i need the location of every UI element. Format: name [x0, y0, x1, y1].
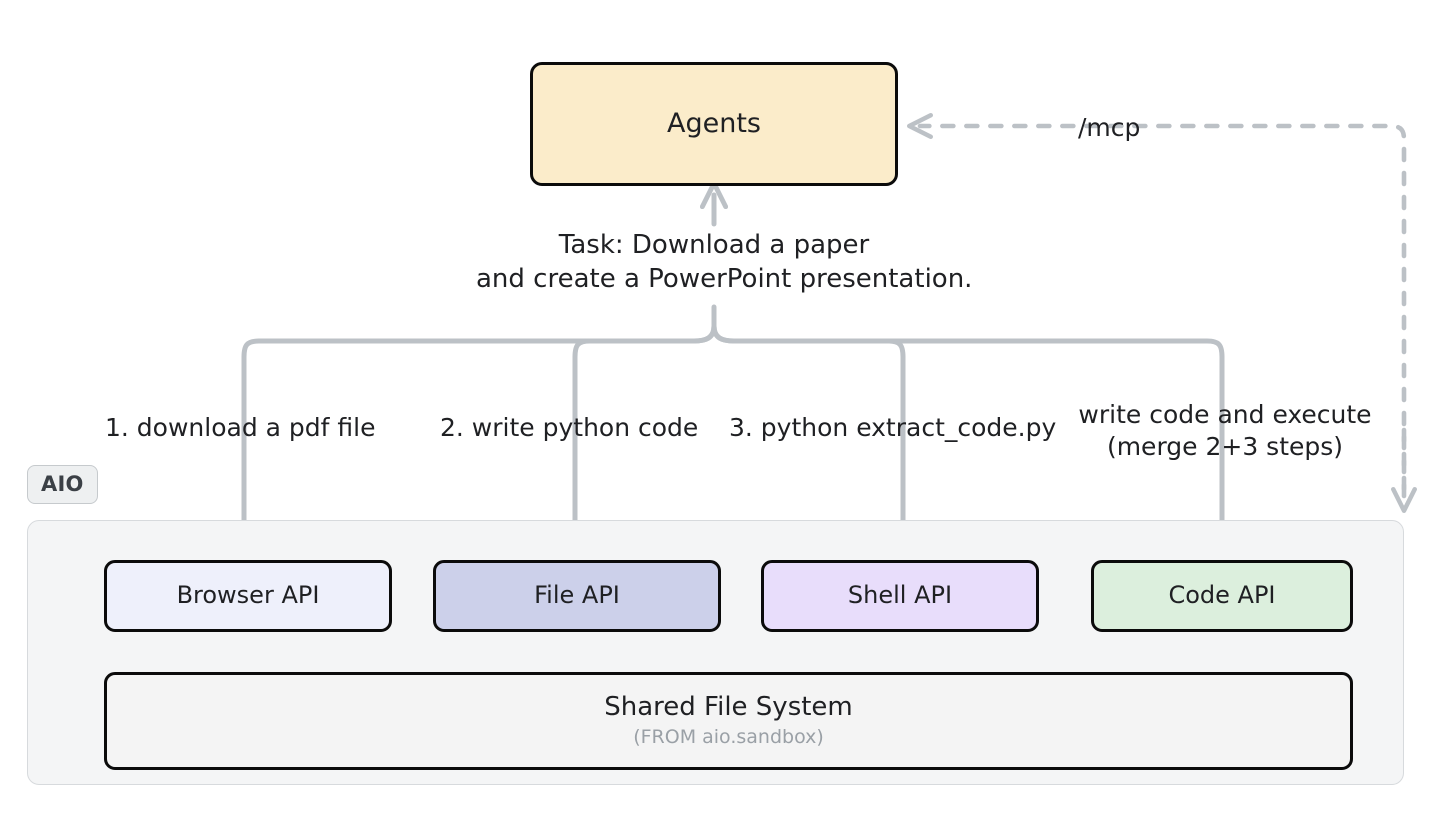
browser-api-node[interactable]: Browser API [104, 560, 392, 632]
branch-label-4-line-1: write code and execute [1078, 400, 1372, 429]
shell-api-label: Shell API [847, 581, 953, 610]
branch-label-write-code-and-execute: write code and execute (merge 2+3 steps) [1070, 399, 1380, 463]
shell-api-node[interactable]: Shell API [761, 560, 1039, 632]
browser-api-label: Browser API [176, 581, 320, 610]
task-label: Task: Download a paper and create a Powe… [476, 228, 973, 297]
branch-label-write-python-code: 2. write python code [440, 413, 699, 442]
branch-label-python-extract-code: 3. python extract_code.py [729, 413, 1057, 442]
aio-badge: AIO [27, 465, 98, 504]
branch-label-4-line-2: (merge 2+3 steps) [1106, 432, 1344, 461]
shared-file-system-title: Shared File System [604, 692, 853, 723]
mcp-label: /mcp [1078, 113, 1141, 142]
code-api-label: Code API [1168, 581, 1276, 610]
aio-badge-label: AIO [41, 472, 84, 496]
file-api-label: File API [534, 581, 620, 610]
code-api-node[interactable]: Code API [1091, 560, 1353, 632]
shared-file-system-node[interactable]: Shared File System (FROM aio.sandbox) [104, 672, 1353, 770]
shared-file-system-subtitle: (FROM aio.sandbox) [633, 726, 824, 749]
agents-label: Agents [667, 108, 761, 140]
task-line-1: Task: Download a paper [558, 230, 870, 260]
file-api-node[interactable]: File API [433, 560, 721, 632]
task-line-2: and create a PowerPoint presentation. [476, 264, 973, 295]
agents-node[interactable]: Agents [530, 62, 898, 186]
branch-label-download-pdf: 1. download a pdf file [105, 413, 376, 442]
